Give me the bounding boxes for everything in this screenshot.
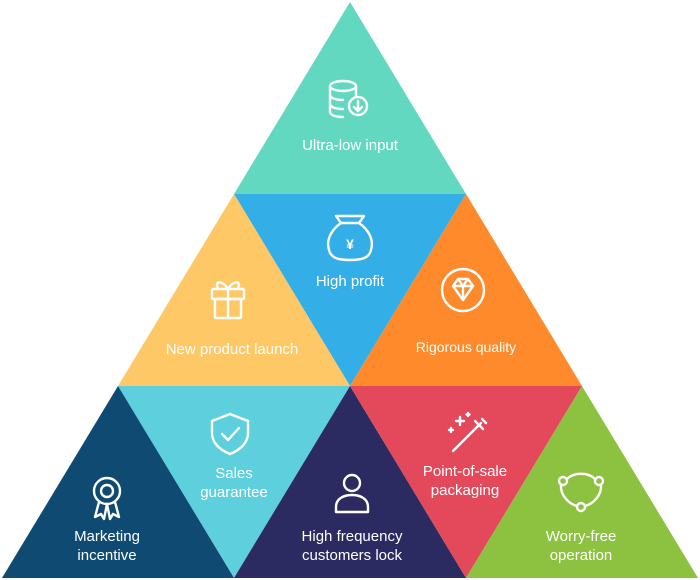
yen-glyph: ¥ [346, 236, 354, 252]
shield-check-icon [210, 412, 250, 456]
label-marketing-incentive-line2: incentive [77, 547, 136, 564]
segment-marketing-incentive [2, 386, 234, 578]
money-bag-yen-icon: ¥ [327, 214, 373, 262]
label-ultra-low-input: Ultra-low input [302, 137, 399, 154]
magic-wand-icon [447, 411, 488, 453]
segment-high-profit [234, 194, 466, 386]
segment-rigorous-quality [350, 194, 582, 386]
gift-icon [210, 281, 246, 320]
segment-sales-guarantee [118, 386, 350, 578]
segment-point-of-sale-packaging [350, 386, 582, 578]
label-new-product-launch: New product launch [166, 341, 299, 358]
user-icon [334, 473, 370, 514]
label-sales-guarantee-line2: guarantee [200, 484, 268, 501]
segment-high-frequency-customers-lock [234, 386, 466, 578]
segment-worry-free-operation [466, 386, 698, 578]
database-download-icon [328, 79, 369, 119]
share-nodes-icon [557, 472, 605, 513]
segment-ultra-low-input [234, 2, 466, 194]
label-point-of-sale-line1: Point-of-sale [423, 463, 507, 480]
label-sales-guarantee-line1: Sales [215, 465, 253, 482]
label-rigorous-quality: Rigorous quality [416, 339, 516, 355]
label-high-frequency-line2: customers lock [302, 547, 403, 564]
label-high-profit: High profit [316, 273, 385, 290]
award-ribbon-icon [92, 476, 122, 521]
diamond-icon [440, 267, 486, 313]
label-worry-free-line2: operation [550, 547, 613, 564]
label-high-frequency-line1: High frequency [302, 528, 403, 545]
label-marketing-incentive-line1: Marketing [74, 528, 140, 545]
label-worry-free-line1: Worry-free [546, 528, 617, 545]
label-point-of-sale-line2: packaging [431, 482, 499, 499]
